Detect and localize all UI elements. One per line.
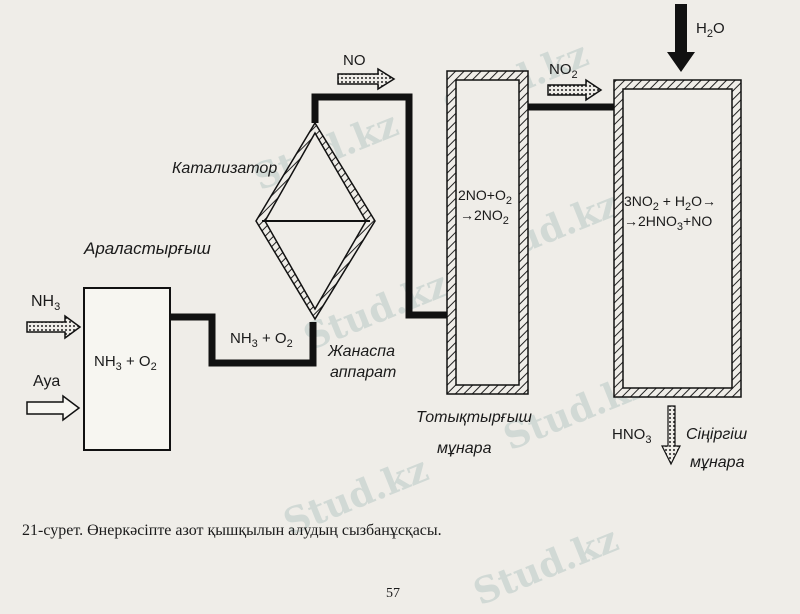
oxidizer-title-2: мұнара xyxy=(437,440,492,457)
water-inlet-label: H2O xyxy=(696,20,725,40)
hno3-arrow xyxy=(661,405,681,466)
mixer-title: Араластырғыш xyxy=(84,239,211,258)
oxidizer-title-1: Тотықтырғыш xyxy=(416,409,532,426)
absorber-equation-2: →2HNO3+NO xyxy=(624,213,713,233)
burner-label-1: Жанаспа xyxy=(328,343,395,360)
oxidizer-equation-2: →2NO2 xyxy=(460,207,509,227)
contact-apparatus xyxy=(255,121,376,321)
process-diagram xyxy=(26,4,742,466)
oxidizer-equation-1: 2NO+O2 xyxy=(458,187,512,207)
mixer-vessel xyxy=(83,287,171,451)
pipe-reactor-to-oxidizer xyxy=(311,93,447,319)
absorber-equation-1: 3NO2 + H2O→ xyxy=(624,193,717,213)
air-inlet-label: Ауа xyxy=(33,373,61,390)
burner-label-2: аппарат xyxy=(330,364,397,381)
page-number: 57 xyxy=(386,586,400,601)
mixer-content: NH3 + O2 xyxy=(94,353,157,373)
absorber-title-1: Сіңіргіш xyxy=(686,426,748,443)
water-arrow xyxy=(667,4,695,72)
pipe-mix-label: NH3 + O2 xyxy=(230,330,293,350)
catalyst-label: Катализатор xyxy=(172,160,278,177)
no2-flow-label: NO2 xyxy=(549,61,578,81)
figure-caption: 21-сурет. Өнеркәсіпте азот қышқылын алуд… xyxy=(22,522,442,539)
hno3-outlet-label: HNO3 xyxy=(612,426,652,446)
pipe-mixer-to-reactor xyxy=(170,313,317,367)
absorber-title-2: мұнара xyxy=(690,454,745,471)
air-arrow xyxy=(26,394,81,422)
no-flow-label: NO xyxy=(343,52,366,69)
nh3-inlet-label: NH3 xyxy=(31,293,61,314)
no2-flow-arrow xyxy=(547,78,603,102)
no-flow-arrow xyxy=(337,67,396,91)
nh3-arrow xyxy=(26,314,82,340)
absorption-tower xyxy=(613,79,742,398)
oxidizing-tower xyxy=(446,70,529,395)
